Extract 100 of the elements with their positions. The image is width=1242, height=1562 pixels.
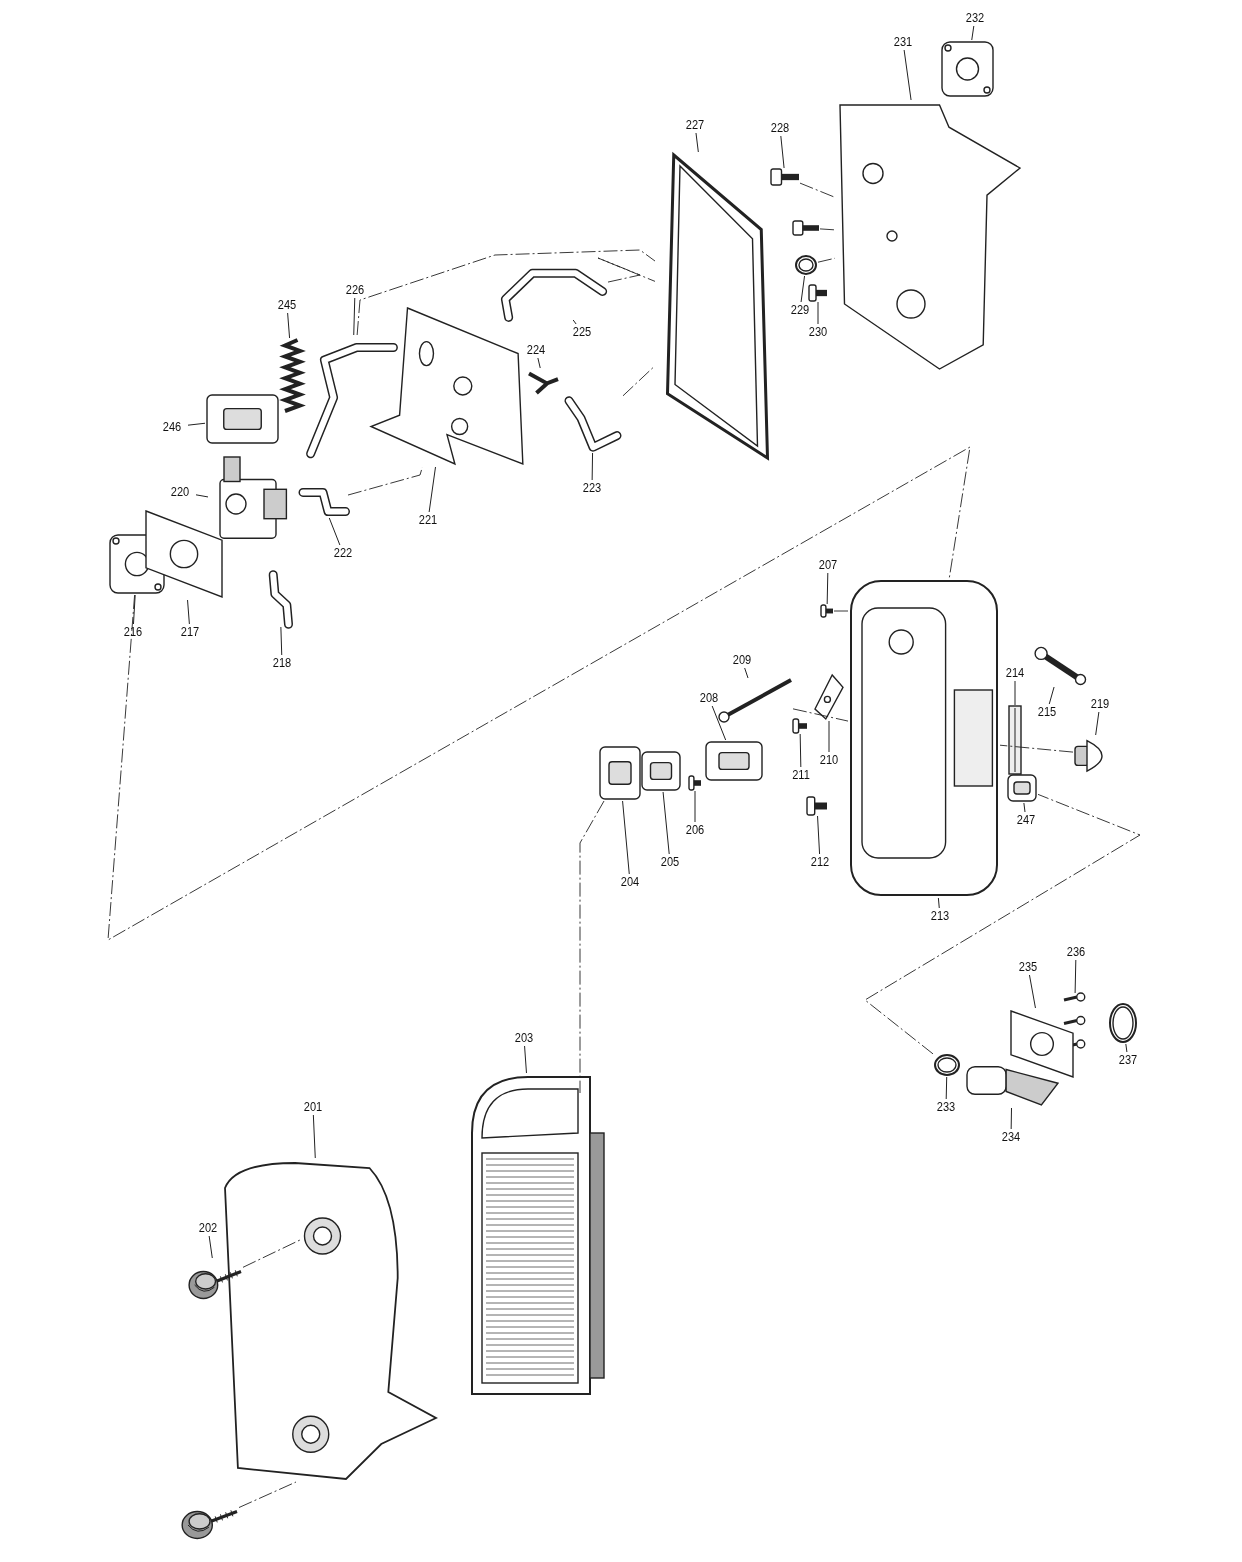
o-ring-drawing: [794, 254, 818, 276]
block-drawing: [1006, 773, 1038, 803]
leader-line: [695, 132, 699, 153]
callout-number: 217: [176, 624, 204, 640]
leader-line: [800, 275, 806, 303]
spring-hose-drawing: [280, 338, 305, 413]
leader-line: [312, 1114, 316, 1159]
callout-number: 210: [815, 752, 843, 768]
callout-number: 236: [1062, 944, 1090, 960]
callout-number: 201: [299, 1099, 327, 1115]
leader-line: [1074, 959, 1077, 994]
o-ring-drawing: [1108, 1002, 1138, 1044]
callout-number: 212: [806, 854, 834, 870]
callout-number: 233: [932, 1099, 960, 1115]
assembly-line: [792, 708, 849, 722]
leader-line: [187, 599, 190, 625]
screw-drawing: [770, 168, 800, 186]
callout-number: 218: [268, 655, 296, 671]
housing-drawing: [848, 578, 1000, 898]
leader-line: [1125, 1043, 1128, 1053]
leader-line: [353, 297, 356, 336]
callout-number: 232: [961, 10, 989, 26]
leader-line: [780, 135, 785, 169]
assembly-line: [597, 257, 656, 283]
assembly-line: [799, 182, 836, 198]
leader-line: [280, 626, 283, 656]
part-drawing: [1008, 705, 1022, 775]
assembly-line: [107, 446, 971, 941]
leader-line: [524, 1045, 527, 1074]
leader-line: [328, 517, 341, 546]
callout-number: 235: [1014, 959, 1042, 975]
leader-line: [591, 452, 594, 481]
bracket-drawing: [813, 673, 845, 721]
leader-line: [903, 49, 912, 101]
callout-number: 224: [522, 342, 550, 358]
leader-line: [1023, 802, 1026, 813]
leader-line: [572, 319, 577, 325]
leader-line: [187, 422, 206, 426]
flange-plate-drawing: [1008, 1008, 1076, 1080]
callout-number: 215: [1033, 704, 1061, 720]
leader-line: [1095, 711, 1100, 736]
leader-line: [287, 312, 291, 339]
air-filter-drawing: [468, 1073, 608, 1398]
callout-number: 203: [510, 1030, 538, 1046]
leader-line: [828, 720, 830, 753]
leader-line: [817, 301, 819, 325]
callout-number: 213: [926, 908, 954, 924]
leader-line: [208, 1235, 213, 1259]
callout-number: 204: [616, 874, 644, 890]
block-drawing: [640, 750, 682, 792]
leader-line: [1014, 680, 1016, 706]
leader-line: [817, 815, 821, 855]
assembly-line: [999, 744, 1074, 753]
leader-line: [428, 466, 436, 513]
o-ring-drawing: [933, 1053, 961, 1077]
leader-line: [537, 357, 541, 369]
screw-drawing: [808, 284, 828, 302]
callout-number: 202: [194, 1220, 222, 1236]
leader-line: [799, 733, 802, 768]
hose-drawing: [563, 395, 623, 453]
leader-line: [945, 1076, 948, 1100]
callout-number: 211: [787, 767, 815, 783]
block-drawing: [205, 393, 280, 445]
callout-number: 246: [158, 419, 186, 435]
callout-number: 205: [656, 854, 684, 870]
callout-number: 227: [681, 117, 709, 133]
callout-number: 222: [329, 545, 357, 561]
assembly-line: [238, 1481, 297, 1508]
screw-drawing: [792, 220, 820, 236]
callout-number: 220: [166, 484, 194, 500]
callout-number: 230: [804, 324, 832, 340]
callout-number: 245: [273, 297, 301, 313]
assembly-line: [864, 793, 1141, 1055]
leader-line: [622, 800, 630, 875]
callout-number: 214: [1001, 665, 1029, 681]
leader-line: [1010, 1107, 1012, 1130]
leader-line: [826, 572, 829, 605]
callout-number: 228: [766, 120, 794, 136]
bolt-drawing: [718, 678, 793, 723]
lever-drawing: [1033, 645, 1087, 687]
leader-line: [971, 25, 975, 41]
callout-number: 216: [119, 624, 147, 640]
hose-drawing: [500, 268, 608, 320]
callout-number: 229: [786, 302, 814, 318]
block-drawing: [704, 740, 764, 782]
assembly-line: [833, 610, 849, 612]
callout-number: 225: [568, 324, 596, 340]
leader-line: [1048, 686, 1055, 705]
assembly-line: [819, 228, 836, 231]
callout-number: 237: [1114, 1052, 1142, 1068]
callout-number: 234: [997, 1129, 1025, 1145]
leader-line: [132, 594, 136, 625]
screw-drawing: [806, 796, 828, 816]
callout-number: 226: [341, 282, 369, 298]
leader-line: [662, 791, 670, 855]
callout-number: 207: [814, 557, 842, 573]
assembly-line: [356, 249, 656, 336]
assembly-line: [579, 800, 605, 1094]
block-drawing: [598, 745, 642, 801]
callout-number: 223: [578, 480, 606, 496]
